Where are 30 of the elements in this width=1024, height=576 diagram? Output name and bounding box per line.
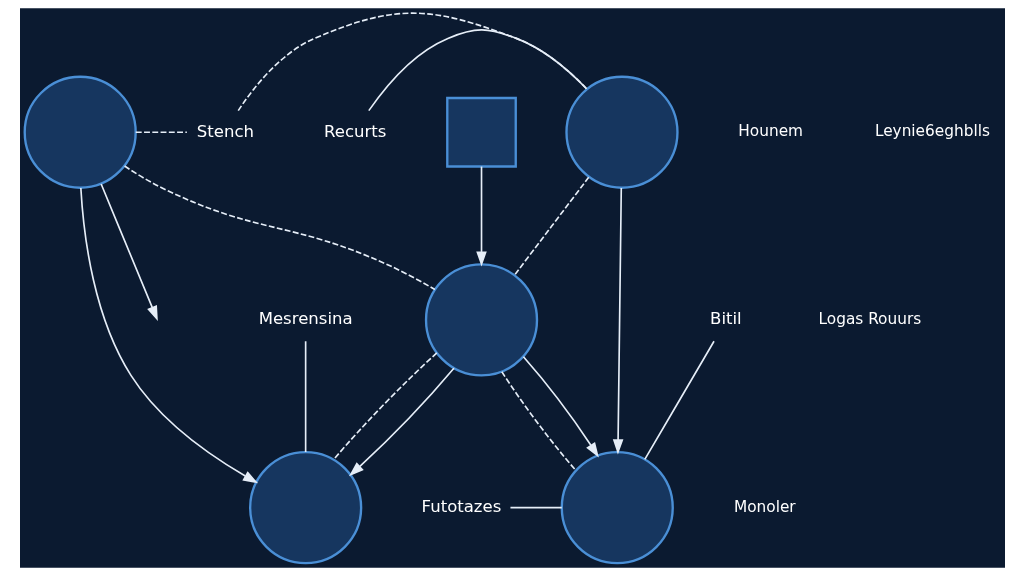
arrow bbox=[475, 165, 487, 267]
label: Monoler bbox=[733, 497, 796, 516]
node-box bbox=[445, 96, 517, 168]
node-circle bbox=[23, 75, 137, 189]
node-text: Recurts bbox=[323, 121, 386, 141]
node-text: Futotazes bbox=[421, 496, 501, 516]
arrow bbox=[522, 356, 599, 458]
node-text: Bitil bbox=[709, 309, 742, 329]
node-circle bbox=[424, 263, 538, 377]
connector bbox=[513, 176, 589, 276]
connector bbox=[236, 12, 587, 112]
arrow bbox=[99, 183, 158, 321]
connector bbox=[643, 340, 715, 461]
arrow bbox=[79, 187, 258, 484]
connector bbox=[367, 29, 587, 112]
node-text: Mesrensina bbox=[258, 309, 353, 329]
label: Logas Rouurs bbox=[818, 309, 921, 328]
connector bbox=[304, 340, 306, 453]
connector bbox=[123, 165, 436, 291]
connector bbox=[509, 506, 563, 509]
arrow bbox=[348, 367, 455, 477]
label: Leynie6eghblls bbox=[874, 122, 990, 141]
connector bbox=[332, 352, 438, 461]
connector bbox=[500, 370, 577, 472]
connector bbox=[134, 131, 188, 134]
arrow bbox=[612, 187, 623, 455]
label: Hounem bbox=[737, 122, 803, 141]
node-text: Stench bbox=[196, 121, 254, 141]
node-circle bbox=[560, 450, 674, 565]
node-circle bbox=[564, 75, 679, 189]
